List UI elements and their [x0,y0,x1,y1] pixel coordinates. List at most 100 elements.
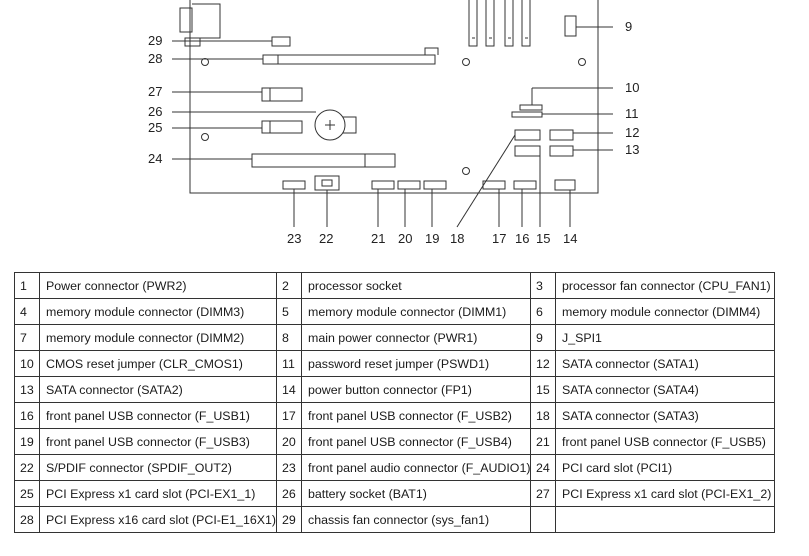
callout-21: 21 [371,231,385,246]
part-label: battery socket (BAT1) [301,480,531,507]
callout-22: 22 [319,231,333,246]
sata3 [514,129,541,141]
part-number: 7 [14,324,40,351]
j-spi-header [564,15,577,37]
part-label: SATA connector (SATA1) [555,350,775,377]
part-number: 26 [276,480,302,507]
part-label: main power connector (PWR1) [301,324,531,351]
part-number: 8 [276,324,302,351]
callout-13: 13 [625,142,639,157]
part-label: front panel audio connector (F_AUDIO1) [301,454,531,481]
part-label: processor fan connector (CPU_FAN1) [555,272,775,299]
part-label: memory module connector (DIMM3) [39,298,277,325]
f-usb4-header [397,180,421,190]
pcie-x1-slot-2 [261,87,303,102]
part-label: front panel USB connector (F_USB3) [39,428,277,455]
part-label: S/PDIF connector (SPDIF_OUT2) [39,454,277,481]
part-label: memory module connector (DIMM1) [301,298,531,325]
part-label: power button connector (FP1) [301,376,531,403]
callout-14: 14 [563,231,577,246]
pcie-x16-slot [262,47,439,65]
sys-fan-connector [271,36,291,47]
part-number: 11 [276,350,302,377]
leader-lines [172,26,613,228]
part-number: 24 [530,454,556,481]
fp1-header [554,179,576,191]
clr-cmos-jumper [519,104,543,111]
sata1 [549,129,574,141]
part-label: front panel USB connector (F_USB2) [301,402,531,429]
dimm-slots [468,0,531,47]
part-number [530,506,556,533]
part-number: 23 [276,454,302,481]
part-number: 10 [14,350,40,377]
callout-19: 19 [425,231,439,246]
f-usb3-header [423,180,447,190]
f-usb2-header [482,180,506,190]
part-number: 22 [14,454,40,481]
part-label: chassis fan connector (sys_fan1) [301,506,531,533]
callout-28: 28 [148,51,162,66]
battery-socket [314,109,346,141]
part-label: front panel USB connector (F_USB5) [555,428,775,455]
f-usb1-header [513,180,537,190]
part-number: 12 [530,350,556,377]
callout-12: 12 [625,125,639,140]
part-label: memory module connector (DIMM2) [39,324,277,351]
part-label: SATA connector (SATA4) [555,376,775,403]
f-usb5-header [371,180,395,190]
part-number: 13 [14,376,40,403]
part-number: 9 [530,324,556,351]
part-label: SATA connector (SATA3) [555,402,775,429]
part-number: 25 [14,480,40,507]
board-outline [189,0,599,194]
part-number: 17 [276,402,302,429]
part-number: 3 [530,272,556,299]
part-number: 2 [276,272,302,299]
part-number: 27 [530,480,556,507]
callout-25: 25 [148,120,162,135]
part-label: Power connector (PWR2) [39,272,277,299]
part-number: 19 [14,428,40,455]
part-label: memory module connector (DIMM4) [555,298,775,325]
pcie-x1-slot-1 [261,120,303,134]
motherboard-diagram: 29 28 27 26 25 24 9 10 11 12 13 23 22 21… [148,0,639,246]
part-label [555,506,775,533]
part-label: PCI Express x1 card slot (PCI-EX1_1) [39,480,277,507]
callout-9: 9 [625,19,632,34]
f-audio-header [282,180,306,190]
part-label: PCI Express x16 card slot (PCI-E1_16X1) [39,506,277,533]
part-label: password reset jumper (PSWD1) [301,350,531,377]
part-label: PCI card slot (PCI1) [555,454,775,481]
callout-16: 16 [515,231,529,246]
callout-20: 20 [398,231,412,246]
part-number: 28 [14,506,40,533]
part-label: J_SPI1 [555,324,775,351]
part-number: 1 [14,272,40,299]
sata2 [549,145,574,157]
callout-15: 15 [536,231,550,246]
part-label: front panel USB connector (F_USB1) [39,402,277,429]
spdif-connector [314,175,340,191]
callout-11: 11 [625,106,639,121]
callout-18: 18 [450,231,464,246]
part-label: processor socket [301,272,531,299]
sata4 [514,145,541,157]
part-number: 29 [276,506,302,533]
callout-23: 23 [287,231,301,246]
part-number: 21 [530,428,556,455]
pswd-jumper [511,111,543,118]
part-label: front panel USB connector (F_USB4) [301,428,531,455]
part-number: 5 [276,298,302,325]
callout-26: 26 [148,104,162,119]
part-number: 4 [14,298,40,325]
callout-17: 17 [492,231,506,246]
